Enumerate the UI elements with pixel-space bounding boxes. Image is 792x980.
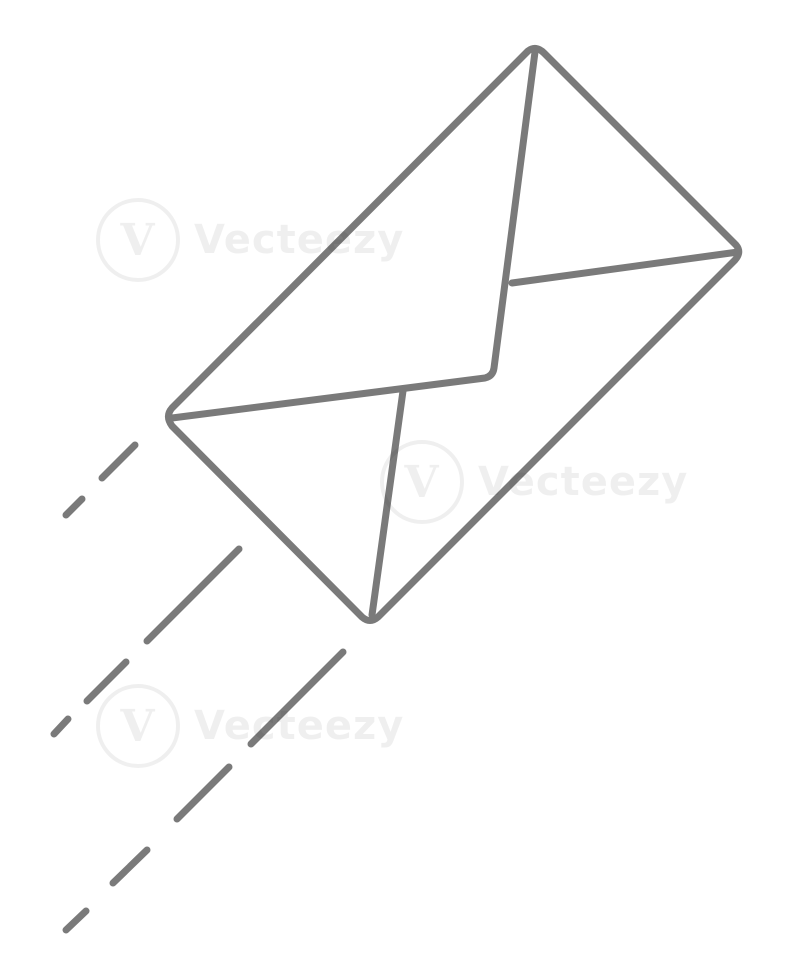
speed-line-dash [247, 648, 347, 748]
envelope-flap-right [508, 248, 742, 287]
speed-line-dash [173, 763, 233, 823]
speed-line-dash [62, 495, 86, 519]
envelope-outline [165, 44, 743, 624]
speed-line-dash [143, 545, 243, 645]
speed-line-dash [98, 441, 139, 482]
speed-line-dash [83, 658, 130, 705]
envelope-stroke-group [50, 44, 743, 934]
envelope-flap-top [168, 48, 539, 422]
envelope-fold-bottom [368, 387, 407, 619]
speed-line-dash [109, 846, 151, 887]
speed-line-dash [50, 715, 72, 738]
speed-line-dash [62, 907, 90, 934]
